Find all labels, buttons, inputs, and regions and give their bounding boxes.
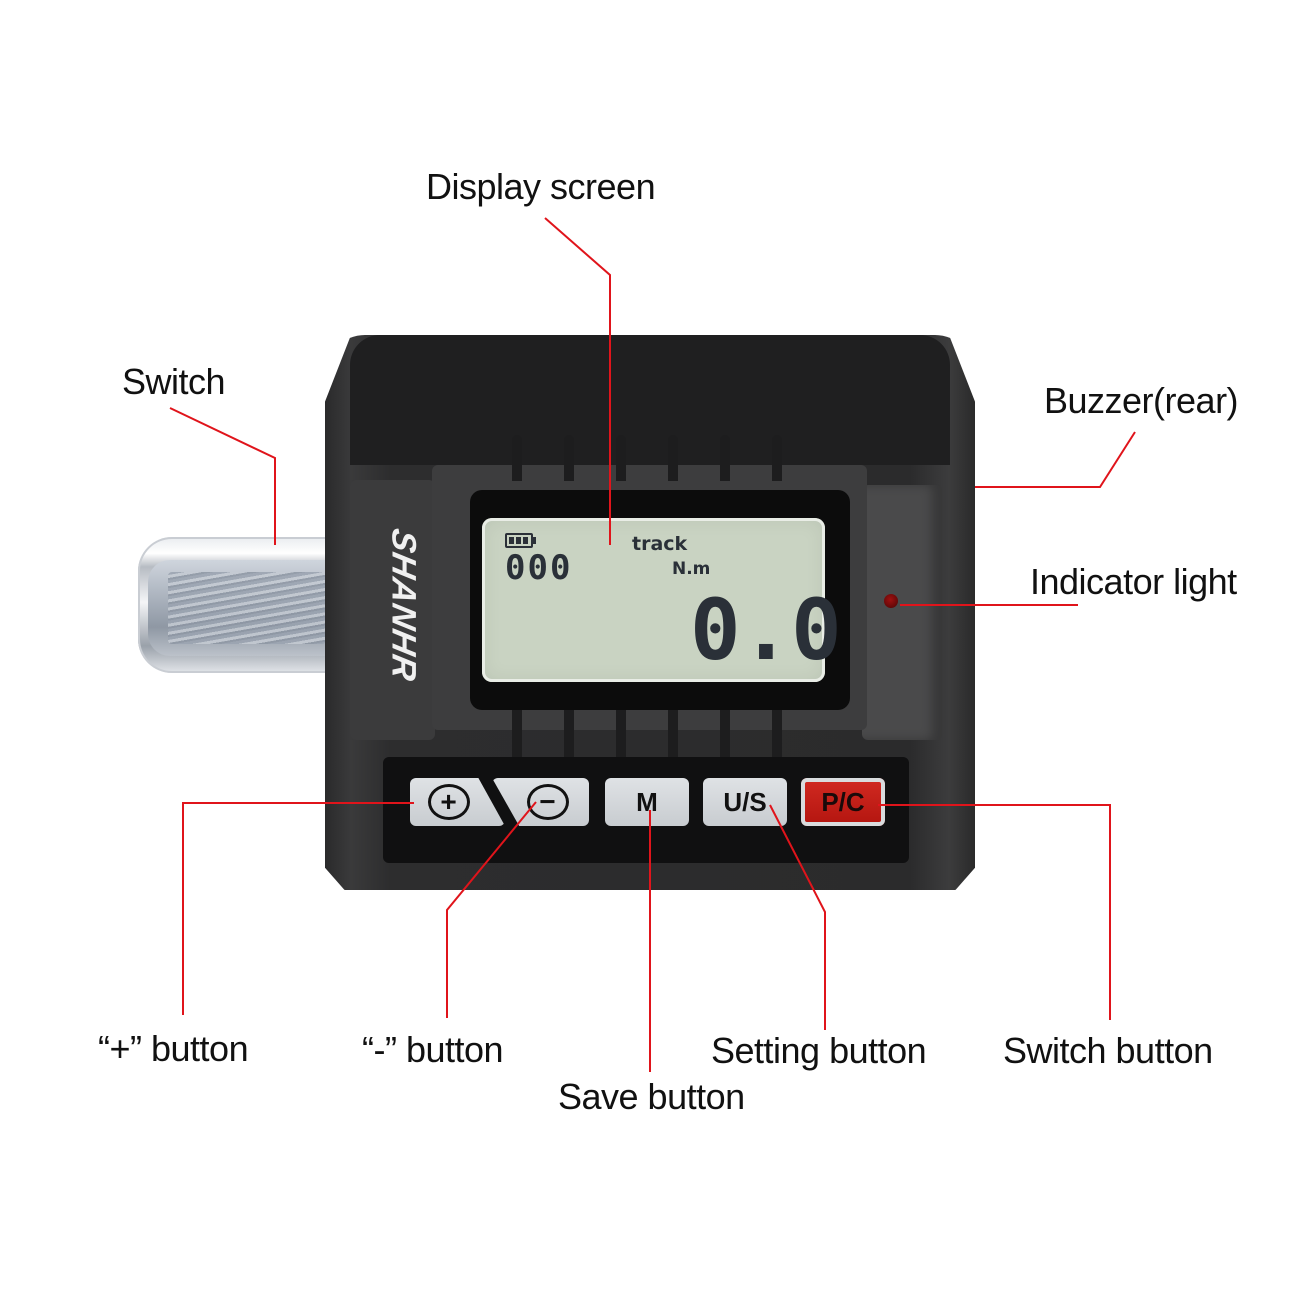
lcd-unit: N.m [672,559,711,579]
lcd-display [482,518,825,682]
label-minus-button: “-” button [362,1029,504,1070]
label-setting-button: Setting button [711,1030,927,1071]
lcd-mode: track [632,533,688,555]
save-button[interactable]: M [605,778,689,826]
lcd-reading: 0.0 [690,581,842,679]
leader-buzzer [975,431,1136,488]
label-switch-button: Switch button [1003,1030,1213,1071]
vent-rib [772,435,782,481]
leader-switch [169,407,276,545]
indicator-light [884,594,898,608]
vent-rib [616,435,626,481]
label-indicator-light: Indicator light [1030,561,1237,602]
brand-panel [350,480,435,740]
vent-rib [512,435,522,481]
label-switch: Switch [122,361,226,402]
vent-rib [720,435,730,481]
battery-icon [505,533,536,548]
setting-button[interactable]: U/S [703,778,787,826]
lcd-counter: 000 [505,548,573,588]
minus-circle-icon: − [526,784,569,820]
plus-circle-icon: + [427,784,470,820]
square-drive-knurl [168,572,326,644]
device-top-panel [350,335,950,465]
indicator-panel [862,485,942,740]
label-buzzer: Buzzer(rear) [1044,380,1239,421]
vent-rib [564,435,574,481]
vent-rib [668,710,678,760]
vent-rib [720,710,730,760]
save-button-label: M [636,786,658,817]
setting-button-label: U/S [723,786,767,817]
switch-button-label: P/C [821,786,865,817]
switch-button[interactable]: P/C [801,778,885,826]
vent-rib [512,710,522,760]
label-display-screen: Display screen [426,166,656,207]
label-save-button: Save button [558,1076,745,1117]
brand-logo: SHANHR [378,505,428,705]
vent-rib [616,710,626,760]
brand-name: SHANHR [384,525,423,685]
vent-rib [772,710,782,760]
vent-rib [564,710,574,760]
label-plus-button: “+” button [98,1028,249,1069]
vent-rib [668,435,678,481]
